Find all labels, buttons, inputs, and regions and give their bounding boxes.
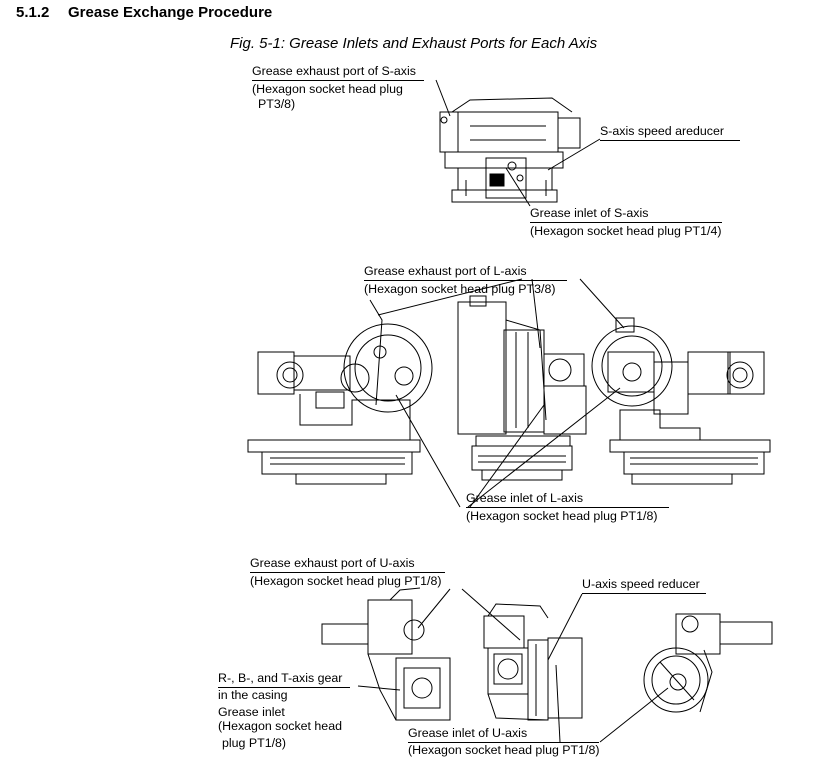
u-axis-center-view	[484, 604, 582, 720]
figure-caption: Fig. 5-1: Grease Inlets and Exhaust Port…	[230, 35, 598, 52]
u-inlet-label-line2: (Hexagon socket head plug PT1/8)	[408, 743, 600, 757]
leader-lines	[358, 80, 668, 742]
rbt-label-line4: (Hexagon socket head	[218, 719, 342, 733]
s-exhaust-label-line3: PT3/8)	[258, 97, 296, 111]
rbt-label-line1: R-, B-, and T-axis gear	[218, 670, 351, 688]
l-exhaust-label-line1: Grease exhaust port of L-axis	[364, 263, 567, 281]
s-reducer-label: S-axis speed areducer	[600, 123, 740, 141]
s-inlet-label-line2: (Hexagon socket head plug PT1/4)	[530, 224, 722, 238]
l-axis-center-view	[458, 296, 586, 480]
u-exhaust-label-line1: Grease exhaust port of U-axis	[250, 555, 445, 573]
section-title: Grease Exchange Procedure	[68, 4, 273, 21]
u-exhaust-label-line2: (Hexagon socket head plug PT1/8)	[250, 574, 442, 588]
s-inlet-label-line1: Grease inlet of S-axis	[530, 205, 723, 223]
section-number: 5.1.2	[16, 4, 50, 21]
rbt-label-line2: in the casing	[218, 688, 288, 702]
u-reducer-label: U-axis speed reducer	[582, 576, 706, 594]
l-exhaust-label-line2: (Hexagon socket head plug PT3/8)	[364, 282, 556, 296]
rbt-label-line5: plug PT1/8)	[222, 736, 287, 750]
rbt-label-line3: Grease inlet	[218, 705, 285, 719]
section-heading: 5.1.2 Grease Exchange Procedure	[16, 4, 272, 21]
l-axis-right-view	[592, 318, 770, 484]
s-exhaust-label-line1: Grease exhaust port of S-axis	[252, 63, 424, 81]
l-axis-left-view	[248, 300, 432, 484]
u-axis-right-view	[644, 614, 772, 712]
s-axis-base-drawing	[440, 98, 580, 202]
l-inlet-label-line1: Grease inlet of L-axis	[466, 490, 670, 508]
s-exhaust-label-line2: (Hexagon socket head plug	[252, 82, 403, 96]
l-inlet-label-line2: (Hexagon socket head plug PT1/8)	[466, 509, 658, 523]
u-inlet-label-line1: Grease inlet of U-axis	[408, 725, 600, 743]
u-axis-left-view	[322, 588, 450, 720]
